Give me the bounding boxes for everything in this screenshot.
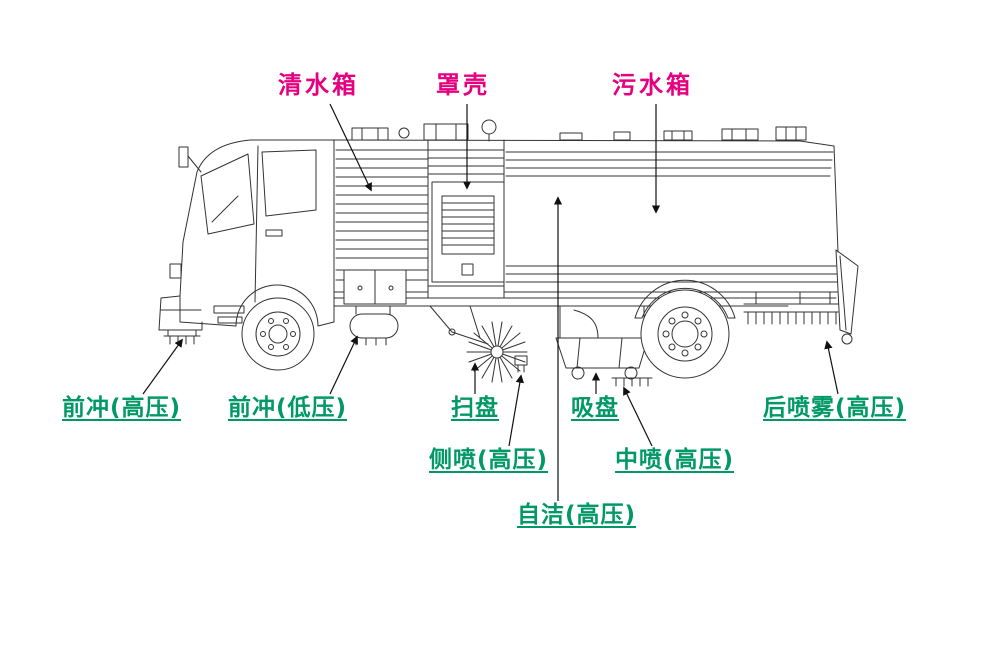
headlight (169, 263, 182, 279)
front-bumper (158, 295, 203, 345)
label-front-flush-high: 前冲(高压) (62, 395, 182, 421)
leader-side-spray (508, 374, 525, 447)
label-self-clean-high: 自洁(高压) (517, 502, 637, 528)
tank-rear-edge (833, 145, 839, 253)
cab-step (213, 305, 245, 314)
rear-wheel (640, 289, 730, 379)
label-sewage-tank: 污水箱 (612, 71, 693, 99)
door-line (254, 145, 259, 303)
rear-spray-bar (743, 291, 839, 325)
door-handle (265, 229, 283, 237)
label-suction-disc: 吸盘 (571, 395, 619, 421)
leader-front-flush-low (329, 335, 358, 395)
label-sweep-disc: 扫盘 (451, 395, 499, 421)
front-wheel (241, 297, 315, 371)
wiper (211, 195, 239, 223)
rear-flap (835, 249, 859, 345)
truck-cab (169, 139, 335, 327)
suction-nozzle (555, 305, 649, 380)
louver-vent (441, 195, 495, 255)
cover-panel (431, 181, 505, 283)
side-spray-nozzle (514, 355, 528, 373)
label-rear-mist-high: 后喷雾(高压) (763, 395, 907, 421)
rear-fender (634, 279, 736, 319)
leader-clean-water-tank (329, 103, 372, 192)
side-window (261, 149, 317, 217)
label-front-flush-low: 前冲(低压) (228, 395, 348, 421)
label-clean-water-tank: 清水箱 (278, 71, 359, 99)
sweep-brush (429, 305, 528, 383)
label-mid-spray-high: 中喷(高压) (615, 447, 735, 473)
windshield (200, 153, 255, 235)
mirror (178, 146, 189, 168)
toolbox (343, 269, 407, 305)
label-side-spray-high: 侧喷(高压) (429, 447, 549, 473)
label-cover-shell: 罩壳 (436, 71, 490, 99)
leader-lines (142, 103, 839, 501)
low-pressure-spray-unit (349, 305, 399, 346)
leader-mid-spray (623, 386, 653, 447)
mid-spray-nozzles (611, 377, 653, 387)
truck-line-art (158, 119, 859, 387)
leader-front-flush-high (142, 338, 183, 395)
mirror-arm (187, 155, 202, 173)
roof-fittings (351, 119, 807, 142)
chassis-rails (333, 297, 837, 307)
leader-rear-mist (824, 340, 839, 395)
